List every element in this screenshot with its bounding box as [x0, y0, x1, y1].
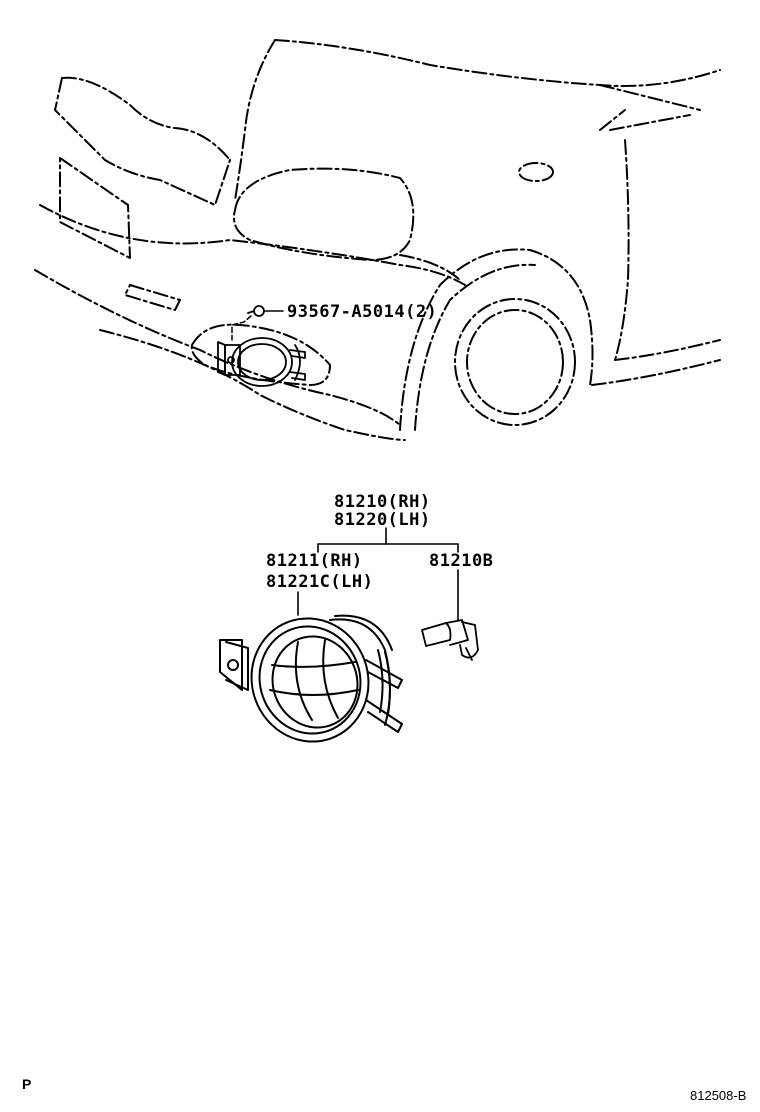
fog-lamp-unit	[219, 614, 403, 743]
installed-fog-lamp	[217, 337, 306, 387]
bolt-part-number: 93567-A5014(2)	[287, 302, 438, 322]
assembly-rh-part-number: 81210(RH)	[334, 492, 431, 512]
diagram-id: 812508-B	[690, 1088, 747, 1103]
car-body-outline	[34, 39, 721, 441]
unit-lh-part-number: 81221C(LH)	[266, 572, 374, 592]
bolt-leader-line	[231, 315, 252, 341]
page-marker: P	[22, 1076, 32, 1092]
bulb-part-number: 81210B	[429, 551, 494, 571]
bulb-icon	[421, 619, 479, 661]
bolt-icon	[247, 305, 265, 317]
callout-tree	[297, 527, 459, 621]
assembly-lh-part-number: 81220(LH)	[334, 510, 431, 530]
unit-rh-part-number: 81211(RH)	[266, 551, 363, 571]
